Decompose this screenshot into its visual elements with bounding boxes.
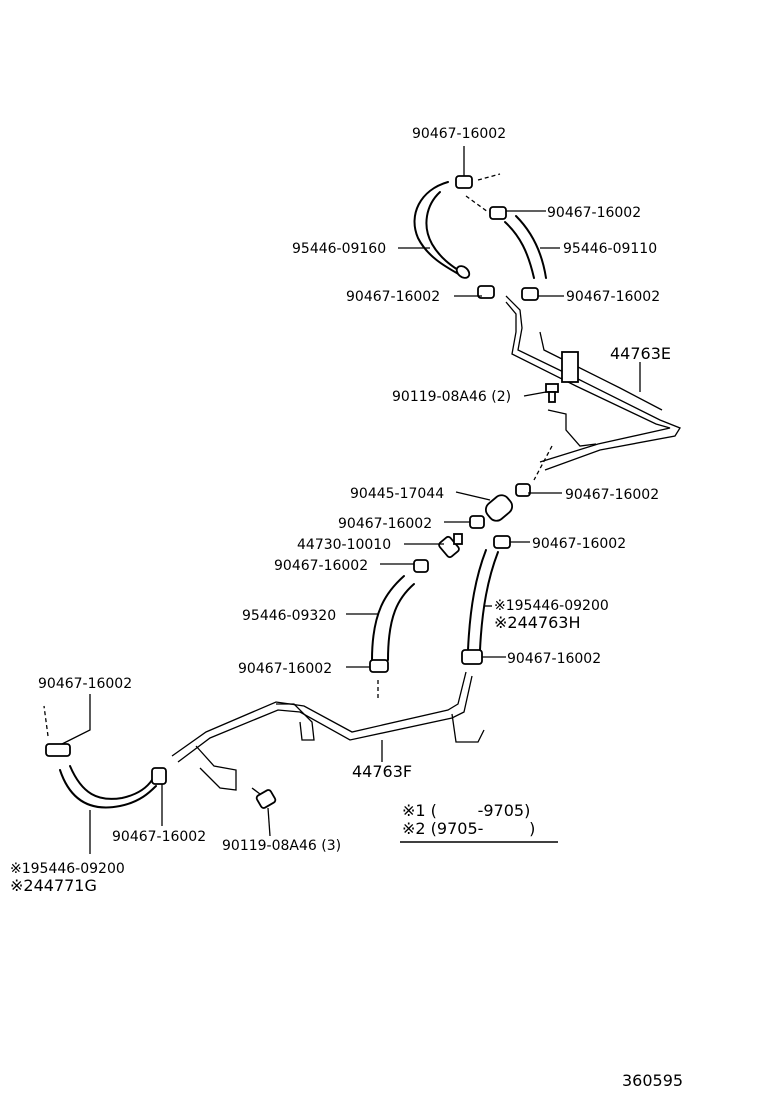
- label-l9: 90445-17044: [350, 486, 444, 502]
- label-l11: 90467-16002: [338, 516, 432, 532]
- hose-95446-09200-mid[interactable]: [461, 535, 511, 665]
- label-l25: ※244771G: [10, 876, 97, 895]
- hose-95446-09200-bottom[interactable]: [43, 705, 167, 809]
- reference-number: 360595: [622, 1071, 683, 1090]
- label-l20: 90467-16002: [38, 676, 132, 692]
- label-l6: 90467-16002: [566, 289, 660, 305]
- label-l23: 90119-08A46 (3): [222, 838, 341, 854]
- pipe-44763E[interactable]: [505, 295, 681, 481]
- legend: ※1 ( -9705) ※2 (9705- ): [400, 801, 558, 843]
- part-labels: 90467-16002 90467-16002 95446-09160 9544…: [10, 126, 671, 895]
- legend-row-2: ※2 (9705- ): [402, 819, 535, 838]
- hose-90445-17044[interactable]: [469, 483, 531, 529]
- label-l3: 95446-09160: [292, 241, 386, 257]
- label-l10: 90467-16002: [565, 487, 659, 503]
- leader-lines: [61, 146, 641, 854]
- hose-95446-09110[interactable]: [489, 206, 547, 279]
- label-l4: 95446-09110: [563, 241, 657, 257]
- label-l19: 90467-16002: [507, 651, 601, 667]
- label-l18: 90467-16002: [238, 661, 332, 677]
- label-l24: ※195446-09200: [10, 861, 125, 877]
- hose-95446-09160[interactable]: [413, 181, 472, 280]
- legend-row-1: ※1 ( -9705): [402, 801, 530, 820]
- label-l21: 44763F: [352, 762, 412, 781]
- label-l15: ※195446-09200: [494, 598, 609, 614]
- clamps-lower-top[interactable]: [477, 285, 539, 301]
- label-l8: 90119-08A46 (2): [392, 389, 511, 405]
- label-l7: 44763E: [610, 344, 671, 363]
- label-l16: ※244763H: [494, 613, 581, 632]
- valve-44730-10010[interactable]: [413, 533, 463, 573]
- bolt-90119-08A46-top[interactable]: [545, 383, 559, 403]
- hose-95446-09320[interactable]: [369, 575, 415, 700]
- label-l2: 90467-16002: [547, 205, 641, 221]
- label-l1: 90467-16002: [412, 126, 506, 142]
- label-l22: 90467-16002: [112, 829, 206, 845]
- label-l14: 90467-16002: [274, 558, 368, 574]
- bolt-90119-08A46-bottom[interactable]: [251, 787, 277, 809]
- label-l5: 90467-16002: [346, 289, 440, 305]
- label-l13: 90467-16002: [532, 536, 626, 552]
- label-l12: 44730-10010: [297, 537, 391, 553]
- label-l17: 95446-09320: [242, 608, 336, 624]
- pipe-44763F[interactable]: [171, 671, 485, 791]
